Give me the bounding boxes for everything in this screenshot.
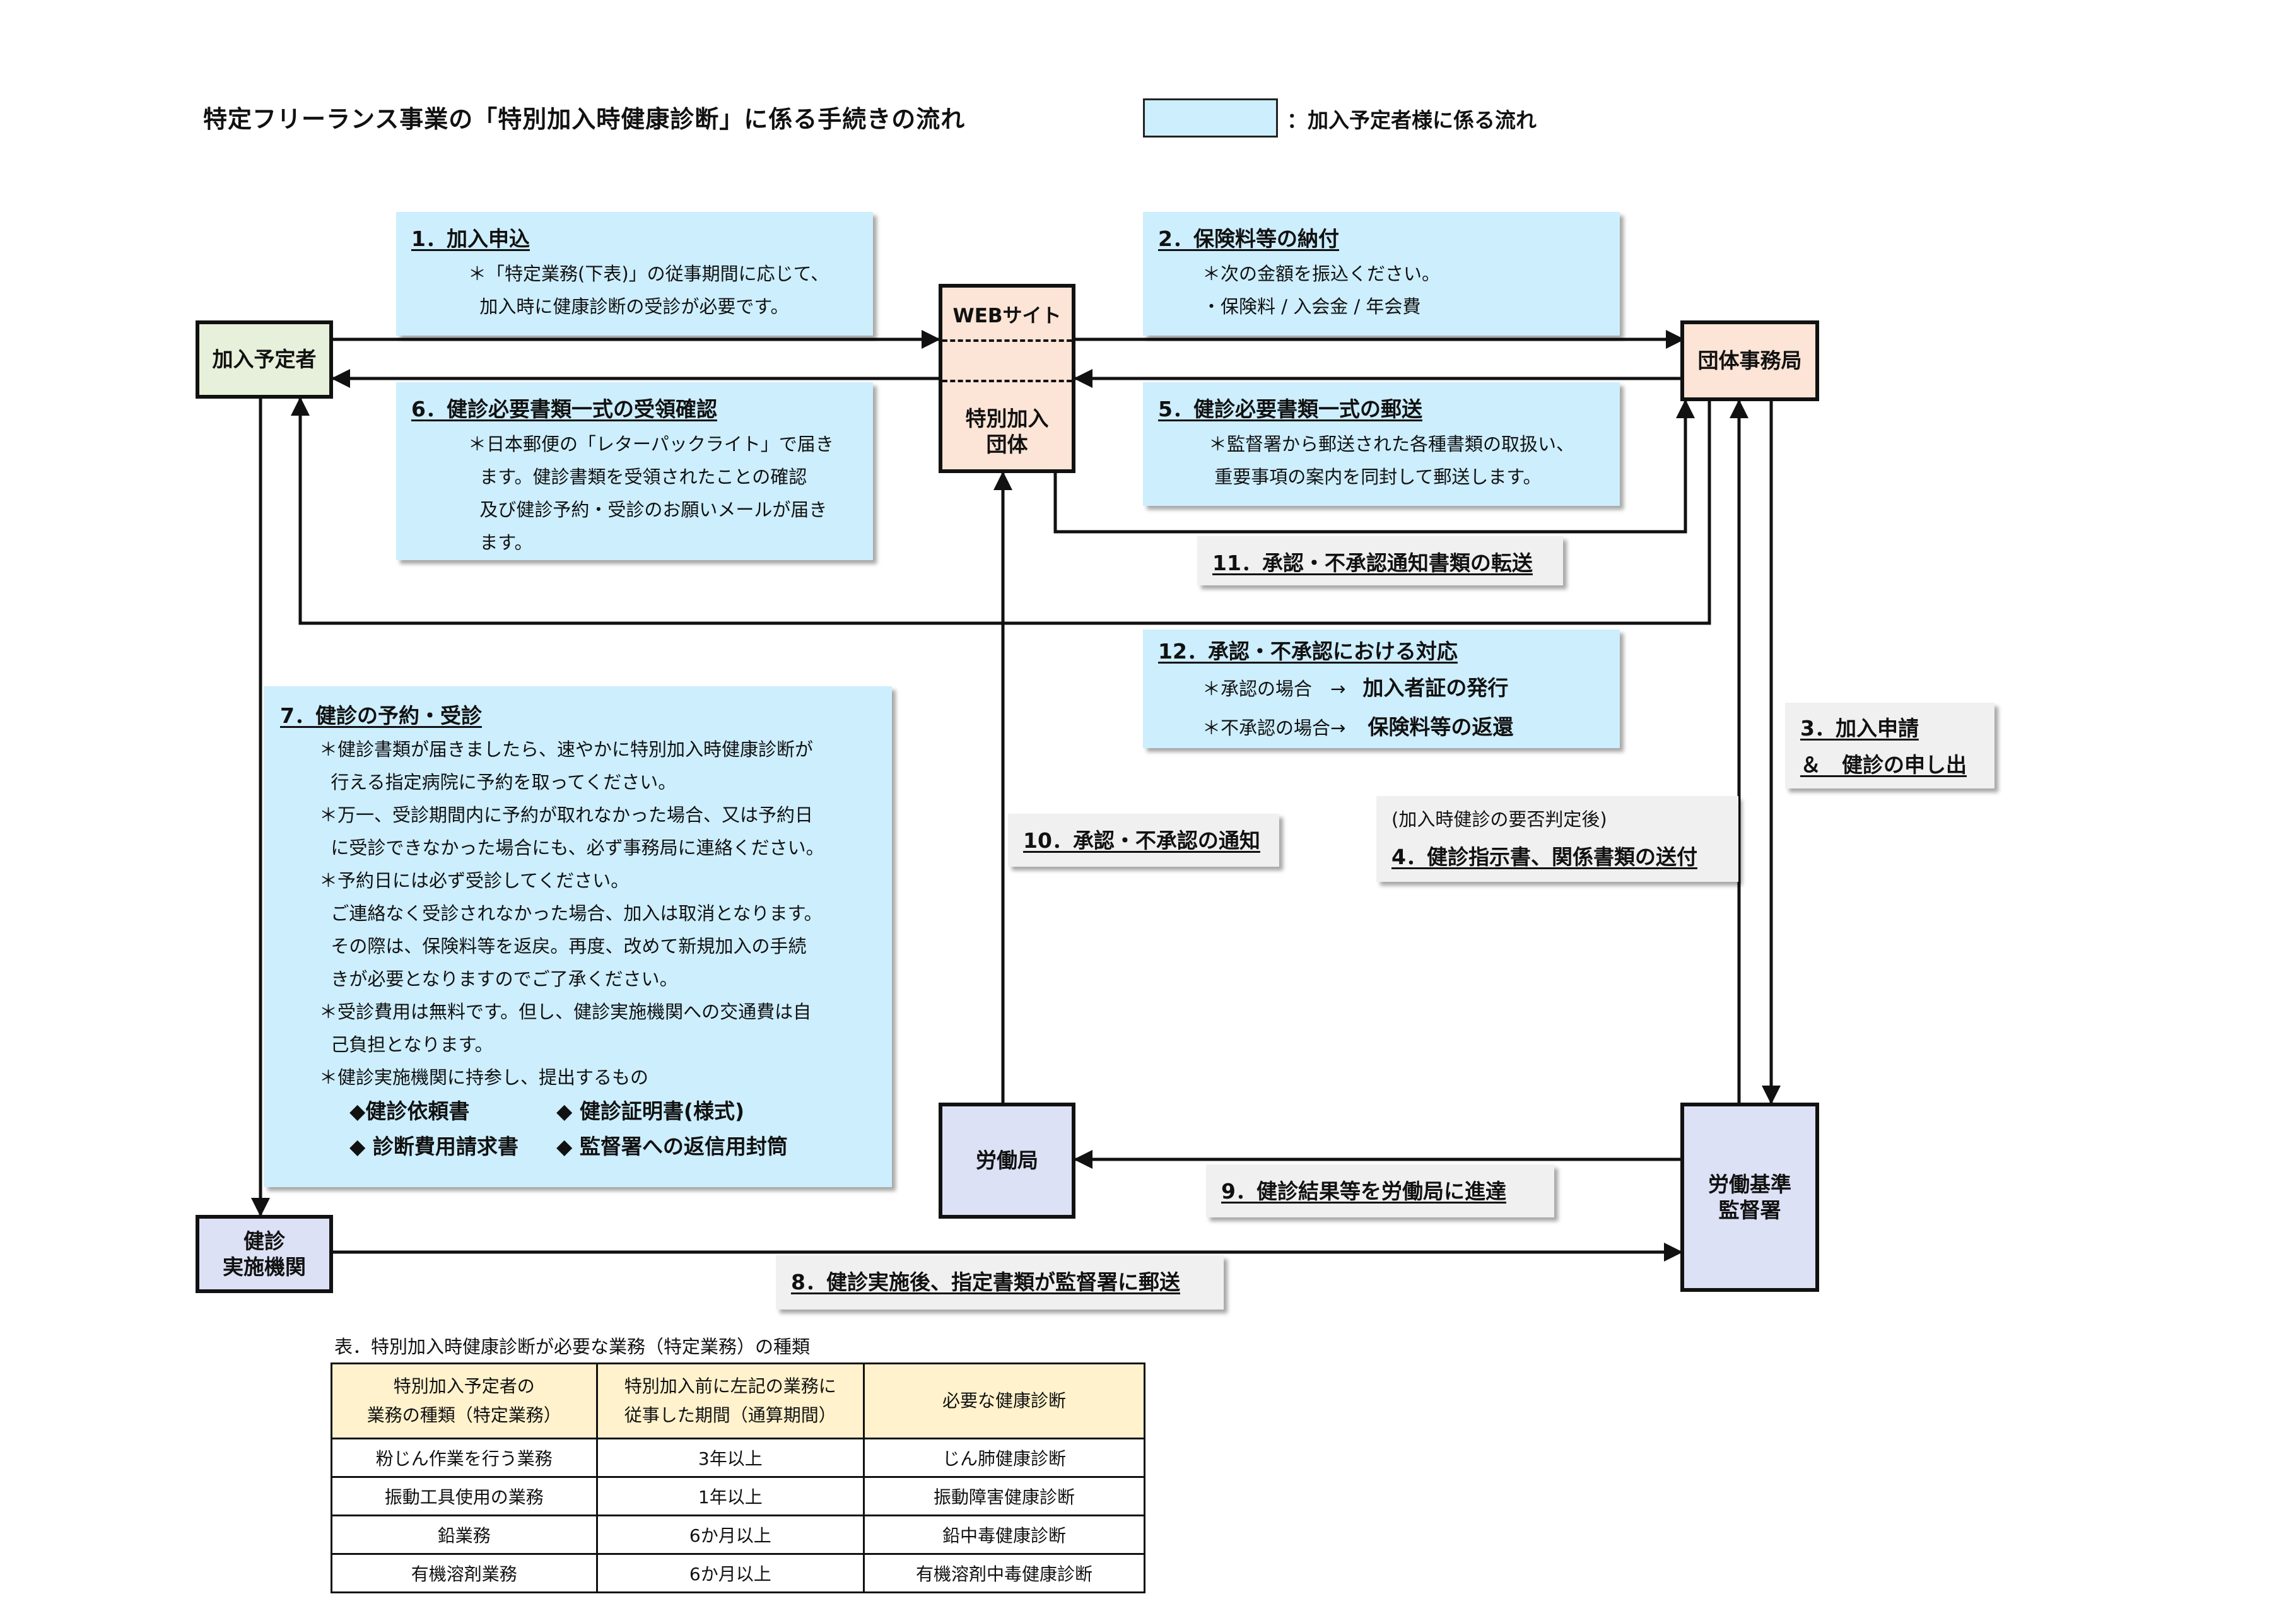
node-exam-org: 健診 実施機関 (196, 1215, 333, 1293)
page-title: 特定フリーランス事業の「特別加入時健康診断」に係る手続きの流れ (203, 105, 966, 133)
step-5-line: 重要事項の案内を同封して郵送します。 (1209, 466, 1542, 488)
table-cell: 有機溶剤業務 (331, 1553, 598, 1593)
table-caption: 表．特別加入時健康診断が必要な業務（特定業務）の種類 (334, 1336, 811, 1357)
step-12-reject-result: 保険料等の返還 (1368, 715, 1514, 739)
legend-label: ：加入予定者様に係る流れ (1287, 108, 1537, 132)
step-5-line: ＊監督署から郵送された各種書類の取扱い、 (1209, 433, 1575, 455)
step-7-line: 行える指定病院に予約を取ってください。 (319, 771, 677, 793)
step-7-line: 己負担となります。 (319, 1034, 493, 1055)
step-5-box: 5．健診必要書類一式の郵送 ＊監督署から郵送された各種書類の取扱い、 重要事項の… (1143, 382, 1620, 506)
table-row: 振動工具使用の業務 1年以上 振動障害健康診断 (331, 1476, 1145, 1516)
node-office: 団体事務局 (1680, 320, 1819, 401)
table-header-row: 特別加入予定者の 業務の種類（特定業務） 特別加入前に左記の業務に 従事した期間… (331, 1362, 1145, 1439)
step-12-title: 12．承認・不承認における対応 (1158, 639, 1458, 664)
arrow-11-group-to-office (1053, 399, 1695, 534)
step-1-line: 加入時に健康診断の受診が必要です。 (468, 296, 789, 317)
step-3-line2: ＆ 健診の申し出 (1800, 753, 1967, 777)
step-1-line: ＊「特定業務(下表)」の従事期間に応じて、 (468, 263, 829, 284)
step-3-box: 3．加入申請 ＆ 健診の申し出 (1785, 703, 1994, 788)
step-4-box: (加入時健診の要否判定後) 4．健診指示書、関係書類の送付 (1376, 796, 1738, 882)
step-2-title: 2．保険料等の納付 (1158, 226, 1339, 251)
step-9-title: 9．健診結果等を労働局に進達 (1221, 1179, 1506, 1204)
table-cell: 6か月以上 (595, 1553, 865, 1593)
node-website-group: WEBサイト 特別加入 団体 (939, 284, 1075, 473)
step-12-approve-result: 加入者証の発行 (1362, 676, 1509, 700)
step-7-line: きが必要となりますのでご了承ください。 (319, 968, 678, 990)
step-7-item: ◆健診依頼書 (349, 1099, 470, 1123)
step-6-line: 及び健診予約・受診のお願いメールが届き (468, 499, 828, 520)
table-cell: じん肺健康診断 (863, 1438, 1145, 1478)
step-11-title: 11．承認・不承認通知書類の転送 (1212, 551, 1533, 575)
step-1-title: 1．加入申込 (411, 226, 530, 251)
node-applicant: 加入予定者 (196, 320, 333, 399)
step-11-box: 11．承認・不承認通知書類の転送 (1197, 536, 1563, 585)
table-cell: 鉛業務 (331, 1515, 598, 1555)
table-cell: 有機溶剤中毒健康診断 (863, 1553, 1145, 1593)
table-header: 必要な健康診断 (863, 1362, 1145, 1439)
table-row: 粉じん作業を行う業務 3年以上 じん肺健康診断 (331, 1438, 1145, 1478)
step-9-box: 9．健診結果等を労働局に進達 (1206, 1164, 1554, 1217)
table-cell: 3年以上 (595, 1438, 865, 1478)
node-inspection: 労働基準 監督署 (1680, 1103, 1819, 1292)
step-8-box: 8．健診実施後、指定書類が監督署に郵送 (776, 1255, 1224, 1310)
step-7-item: ◆ 診断費用請求書 (349, 1134, 518, 1159)
step-2-box: 2．保険料等の納付 ＊次の金額を振込ください。 ・保険料 / 入会金 / 年会費 (1143, 212, 1620, 336)
step-7-line: ＊万一、受診期間内に予約が取れなかった場合、又は予約日 (319, 804, 814, 826)
step-4-note: (加入時健診の要否判定後) (1391, 809, 1607, 830)
table-cell: 鉛中毒健康診断 (863, 1515, 1145, 1555)
step-7-line: ＊健診書類が届きましたら、速やかに特別加入時健康診断が (319, 739, 814, 760)
step-6-title: 6．健診必要書類一式の受領確認 (411, 397, 717, 421)
legend-swatch (1143, 98, 1278, 138)
step-2-line: ＊次の金額を振込ください。 (1202, 263, 1441, 284)
step-1-box: 1．加入申込 ＊「特定業務(下表)」の従事期間に応じて、 加入時に健康診断の受診… (396, 212, 873, 336)
step-6-line: ます。健診書類を受領されたことの確認 (468, 466, 807, 488)
table-row: 有機溶剤業務 6か月以上 有機溶剤中毒健康診断 (331, 1553, 1145, 1593)
table-row: 鉛業務 6か月以上 鉛中毒健康診断 (331, 1515, 1145, 1555)
requirements-table: 特別加入予定者の 業務の種類（特定業務） 特別加入前に左記の業務に 従事した期間… (331, 1362, 1145, 1593)
step-3-title: 3．加入申請 (1800, 716, 1919, 741)
step-5-title: 5．健診必要書類一式の郵送 (1158, 397, 1422, 421)
step-10-box: 10．承認・不承認の通知 (1008, 814, 1279, 867)
table-cell: 振動工具使用の業務 (331, 1476, 598, 1516)
table-cell: 1年以上 (595, 1476, 865, 1516)
step-7-line: ＊受診費用は無料です。但し、健診実施機関への交通費は自 (319, 1001, 812, 1022)
table-header: 特別加入前に左記の業務に 従事した期間（通算期間） (595, 1362, 865, 1439)
node-group: 特別加入 団体 (965, 406, 1049, 457)
step-7-line: に受診できなかった場合にも、必ず事務局に連絡ください。 (319, 837, 824, 858)
step-8-title: 8．健診実施後、指定書類が監督署に郵送 (791, 1270, 1180, 1294)
table-header: 特別加入予定者の 業務の種類（特定業務） (331, 1362, 598, 1439)
step-6-line: ＊日本郵便の「レターパックライト」で届き (468, 433, 834, 455)
table-cell: 粉じん作業を行う業務 (331, 1438, 598, 1478)
step-12-approve-label: ＊承認の場合 → (1202, 678, 1346, 700)
step-2-line: ・保険料 / 入会金 / 年会費 (1202, 296, 1421, 317)
table-cell: 6か月以上 (595, 1515, 865, 1555)
step-7-line: ＊健診実施機関に持参し、提出するもの (319, 1067, 649, 1088)
node-labor-bureau: 労働局 (939, 1103, 1075, 1219)
step-12-box: 12．承認・不承認における対応 ＊承認の場合 → 加入者証の発行 ＊不承認の場合… (1143, 630, 1620, 748)
step-7-line: ＊予約日には必ず受診してください。 (319, 870, 630, 891)
step-4-title: 4．健診指示書、関係書類の送付 (1391, 845, 1697, 869)
step-7-line: その際は、保険料等を返戻。再度、改めて新規加入の手続 (319, 935, 807, 957)
step-7-item: ◆ 監督署への返信用封筒 (556, 1134, 788, 1159)
step-6-box: 6．健診必要書類一式の受領確認 ＊日本郵便の「レターパックライト」で届き ます。… (396, 382, 873, 560)
step-10-title: 10．承認・不承認の通知 (1023, 828, 1260, 853)
step-7-box: 7．健診の予約・受診 ＊健診書類が届きましたら、速やかに特別加入時健康診断が 行… (264, 686, 892, 1187)
step-6-line: ます。 (468, 532, 533, 553)
step-7-title: 7．健診の予約・受診 (280, 703, 482, 728)
node-website: WEBサイト (952, 304, 1062, 327)
step-7-line: ご連絡なく受診されなかった場合、加入は取消となります。 (319, 903, 823, 924)
step-12-reject-label: ＊不承認の場合→ (1202, 717, 1346, 739)
table-cell: 振動障害健康診断 (863, 1476, 1145, 1516)
arrow-12-office-to-applicant (291, 397, 1711, 625)
step-7-item: ◆ 健診証明書(様式) (556, 1099, 745, 1123)
